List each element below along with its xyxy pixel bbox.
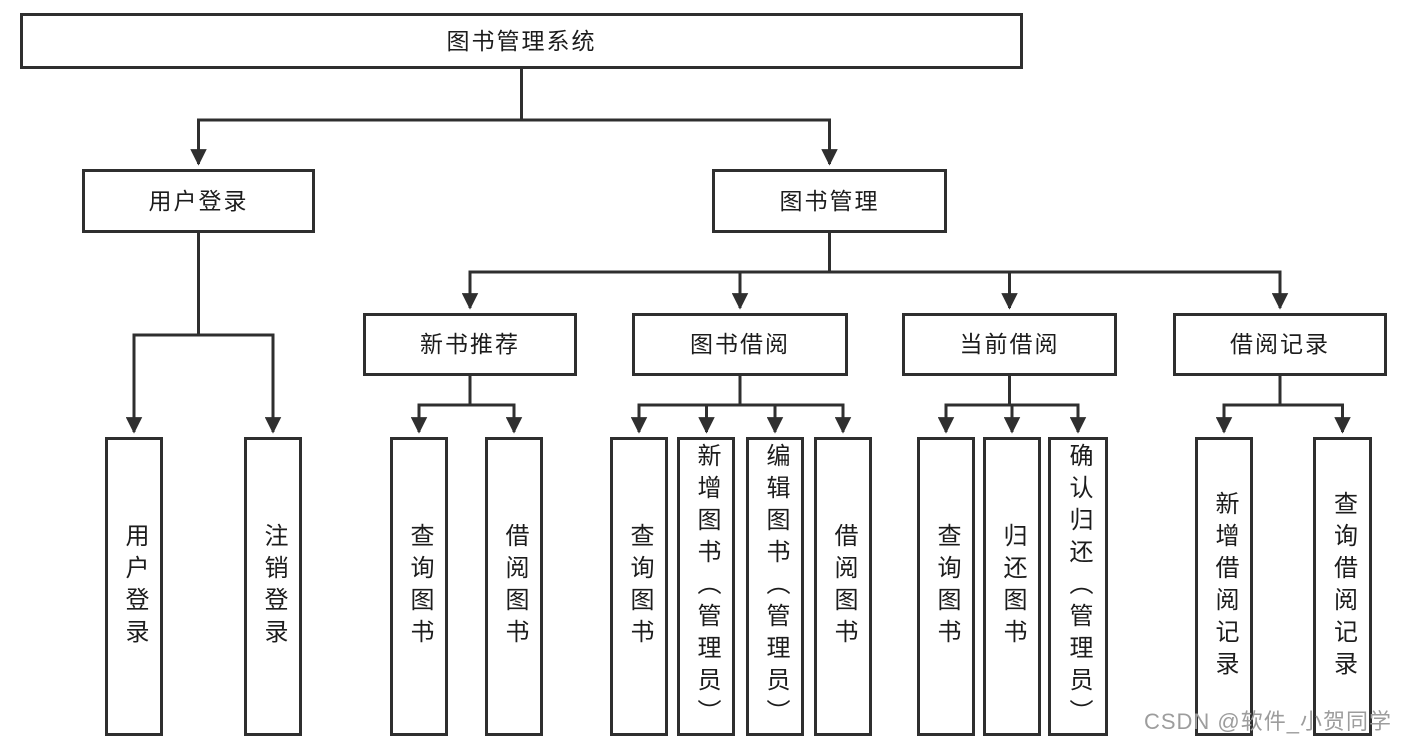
leaf-query-books-current: 查询图书 bbox=[917, 437, 975, 736]
node-borrowing-records: 借阅记录 bbox=[1173, 313, 1387, 376]
leaf-user-login: 用户登录 bbox=[105, 437, 163, 736]
node-new-book-recommendation: 新书推荐 bbox=[363, 313, 577, 376]
leaf-logout: 注销登录 bbox=[244, 437, 302, 736]
leaf-confirm-return-admin: 确认归还（管理员） bbox=[1048, 437, 1108, 736]
node-book-borrowing: 图书借阅 bbox=[632, 313, 848, 376]
node-user-login: 用户登录 bbox=[82, 169, 315, 233]
leaf-borrow-books-recommend: 借阅图书 bbox=[485, 437, 543, 736]
leaf-borrow-books: 借阅图书 bbox=[814, 437, 872, 736]
csdn-watermark: CSDN @软件_小贺同学 bbox=[1143, 709, 1392, 734]
leaf-query-borrow-record: 查询借阅记录 bbox=[1313, 437, 1372, 736]
node-library-management-system: 图书管理系统 bbox=[20, 13, 1023, 69]
leaf-query-books-borrowing: 查询图书 bbox=[610, 437, 668, 736]
node-current-borrowing: 当前借阅 bbox=[902, 313, 1117, 376]
leaf-add-books-admin: 新增图书（管理员） bbox=[677, 437, 735, 736]
leaf-edit-books-admin: 编辑图书（管理员） bbox=[746, 437, 804, 736]
leaf-add-borrow-record: 新增借阅记录 bbox=[1195, 437, 1253, 736]
leaf-query-books-recommend: 查询图书 bbox=[390, 437, 448, 736]
leaf-return-books: 归还图书 bbox=[983, 437, 1041, 736]
node-book-management: 图书管理 bbox=[712, 169, 947, 233]
